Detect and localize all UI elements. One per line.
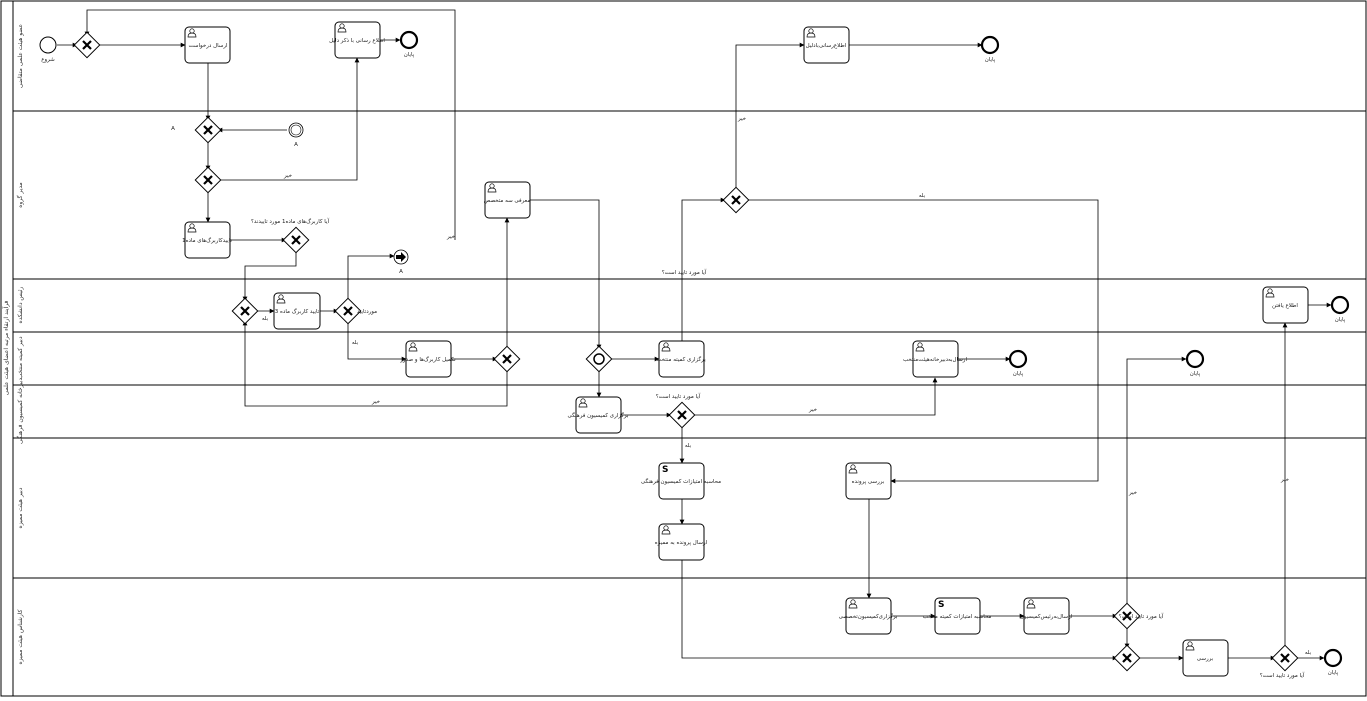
- lane-label-secretariat: دبیرخانه کمیسیون فرهنگی: [16, 378, 24, 444]
- task-labels: ارسال درخواست اطلاع رسانی با ذکر دلیل اط…: [182, 37, 1298, 662]
- task-calc-cultural-points[interactable]: [658, 462, 705, 500]
- lane-separators: [13, 110, 1366, 579]
- task-label: بررسی پرونده: [852, 479, 885, 485]
- link-label: A: [171, 126, 175, 132]
- lane-label-committee: دبیر کمیته منتخب: [17, 336, 24, 379]
- gateways: [73, 31, 1299, 672]
- link-label: A: [294, 142, 298, 148]
- end-event-2: [980, 35, 1000, 55]
- flow-label-yes: بله: [685, 443, 692, 449]
- flow-label-yes: بله: [1305, 650, 1312, 656]
- link-catch-inner: [290, 124, 302, 136]
- script-icon: S: [662, 465, 668, 475]
- flow-label-no: خیر: [283, 173, 292, 179]
- flow-label-yes: بله: [262, 316, 269, 322]
- task-label: ارسال‌به‌دبیرخانه‌هیئت‌منتخب: [903, 357, 967, 363]
- task-label: محاسبه امتیازات کمیته منتخب: [923, 613, 992, 620]
- flow-label-no: خیر: [371, 399, 380, 405]
- task-label: برگزاری‌کمیسیون‌تخصصی: [839, 613, 898, 620]
- task-label: تکمیل کاربرگ‌ها و صدور: [399, 355, 456, 363]
- task-label: اطلاع‌رسانی‌با‌دلیل: [806, 43, 847, 49]
- gateway-inclusive-circle: [593, 353, 605, 365]
- task-label: بررسی: [1197, 656, 1214, 662]
- gateway-question: آیا کاربرگ‌های ماده1 مورد تاییدند؟: [251, 217, 329, 225]
- flow-label-no: خیر: [1280, 477, 1289, 483]
- flow-label-yes: بله: [352, 340, 359, 346]
- gateway-question: آیا مورد تایید است؟: [662, 269, 707, 276]
- start-label: شروع: [41, 57, 55, 63]
- task-approve-form3[interactable]: [273, 292, 321, 330]
- task-label: معرفی سه متخصص: [484, 198, 531, 204]
- end-event-4: [1008, 349, 1028, 369]
- end-label: پایان: [1013, 371, 1024, 377]
- pool-label: فرآیند ارتقاء مرتبه اعضای هیئت علمی: [1, 300, 10, 395]
- lane-label-head: مدیر گروه: [16, 182, 24, 207]
- task-label: تاییدکاربرگ‌های ماده1: [182, 236, 232, 244]
- task-label: اطلاع رسانی با ذکر دلیل: [329, 37, 385, 44]
- flow-label-no: خیر: [808, 407, 817, 413]
- flow-label-no: خیر: [737, 116, 746, 122]
- flow-label-no: خیر: [1128, 490, 1137, 496]
- end-label: پایان: [1328, 670, 1339, 676]
- lane-label-applicant: عضو هیئت علمی متقاضی: [17, 24, 24, 88]
- task-label: محاسبه امتیازات کمیسیون فرهنگی: [641, 478, 721, 485]
- end-event-1: [399, 30, 419, 50]
- task-label: ارسال‌به‌رئیس‌کمیسیون: [1020, 613, 1073, 620]
- task-label: برگزاری کمیسیون فرهنگی: [568, 412, 629, 419]
- link-arrow-icon: [396, 252, 406, 262]
- flow-label-no: خیر: [446, 234, 455, 240]
- lane-label-board-secretary: دبیر هیئت ممیزه: [17, 487, 24, 528]
- task-label: برگزاری کمیته منتخب: [656, 356, 706, 363]
- end-label: پایان: [1190, 371, 1201, 377]
- gateway-question: آیا مورد تایید است؟: [1119, 613, 1164, 620]
- lane-label-dean: رئیس دانشکده: [17, 286, 24, 323]
- lane-label-board-expert: کارشناس هیئت ممیزه: [17, 609, 24, 664]
- task-label: ارسال درخواست: [188, 43, 228, 49]
- events: [39, 30, 1350, 668]
- end-label: پایان: [404, 52, 415, 58]
- end-event-6: [1323, 648, 1343, 668]
- task-icons: S S: [187, 23, 1275, 651]
- link-label: A: [399, 269, 403, 275]
- task-calc-committee-points[interactable]: [934, 597, 981, 635]
- gateway-inclusive: [585, 345, 613, 373]
- end-event-5: [1185, 349, 1205, 369]
- flow-labels: شروع پایان پایان پایان پایان پایان پایان…: [41, 52, 1345, 679]
- gateway-question: آیا مورد تایید است؟: [656, 393, 701, 400]
- end-event-3: [1330, 295, 1350, 315]
- end-label: پایان: [1335, 317, 1346, 323]
- script-icon: S: [938, 600, 944, 610]
- task-label: ارسال پرونده به ممیزه: [655, 540, 708, 546]
- end-label: پایان: [985, 57, 996, 63]
- gateway-approved-label: موردتایید: [357, 309, 377, 315]
- task-label: اطلاع یافتن: [1272, 303, 1298, 309]
- tasks: [184, 21, 1309, 677]
- gateway-question: آیا مورد تایید است؟: [1260, 672, 1305, 679]
- start-event: [39, 36, 57, 54]
- task-label: تایید کاربرگ ماده 3: [275, 307, 320, 315]
- flow-label-yes: بله: [919, 193, 926, 199]
